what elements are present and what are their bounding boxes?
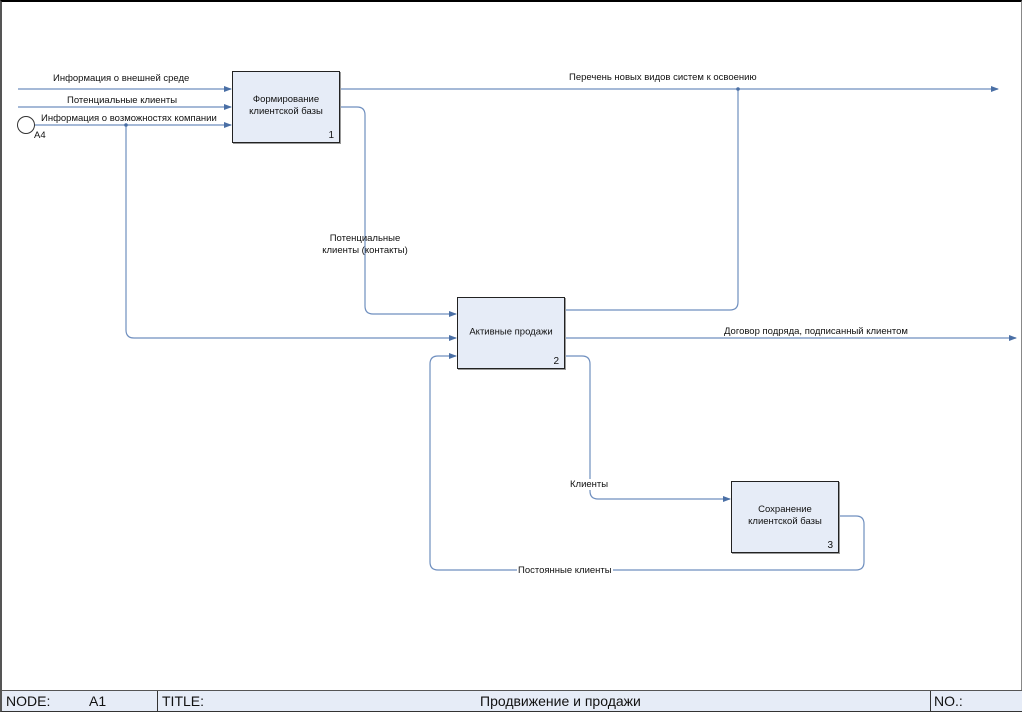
arrow-clients[interactable]: [565, 355, 731, 502]
label-potential-contacts-line1: Потенциальные: [329, 233, 401, 244]
footer-divider: [930, 691, 931, 711]
label-regular-clients: Постоянные клиенты: [517, 565, 613, 576]
arrow-box2-to-new-systems[interactable]: [565, 89, 739, 311]
activity-box-number: 1: [328, 130, 334, 141]
tunnel-label: A4: [34, 130, 46, 141]
title-block-footer: NODE: A1 TITLE: Продвижение и продажи NO…: [0, 690, 1022, 712]
activity-box-2[interactable]: Активные продажи 2: [457, 297, 565, 369]
label-output-contract: Договор подряда, подписанный клиентом: [724, 326, 908, 337]
activity-box-number: 3: [827, 540, 833, 551]
label-input-potential: Потенциальные клиенты: [67, 95, 178, 106]
number-label: NO.:: [934, 693, 963, 709]
junction-dot: [736, 87, 740, 91]
label-output-new-systems: Перечень новых видов систем к освоению: [569, 72, 757, 83]
title-value: Продвижение и продажи: [480, 693, 641, 709]
label-clients: Клиенты: [570, 479, 609, 490]
tunnel-circle-icon: [17, 116, 35, 134]
label-input-capabilities: Информация о возможностях компании: [41, 113, 217, 124]
arrow-potential-contacts[interactable]: [340, 106, 457, 317]
junction-dot: [124, 123, 128, 127]
label-potential-contacts-line2: клиенты (контакты): [322, 245, 408, 256]
node-value: A1: [89, 693, 107, 709]
title-label: TITLE:: [162, 693, 205, 709]
arrow-regular-clients[interactable]: [429, 353, 865, 571]
footer-divider: [157, 691, 158, 711]
activity-box-number: 2: [553, 356, 559, 367]
label-input-external: Информация о внешней среде: [53, 73, 190, 84]
node-label: NODE:: [6, 693, 51, 709]
box-name-line: Активные продажи: [469, 326, 553, 338]
arrow-capabilities-branch[interactable]: [125, 125, 457, 341]
activity-box-name: Активные продажи: [458, 326, 564, 338]
